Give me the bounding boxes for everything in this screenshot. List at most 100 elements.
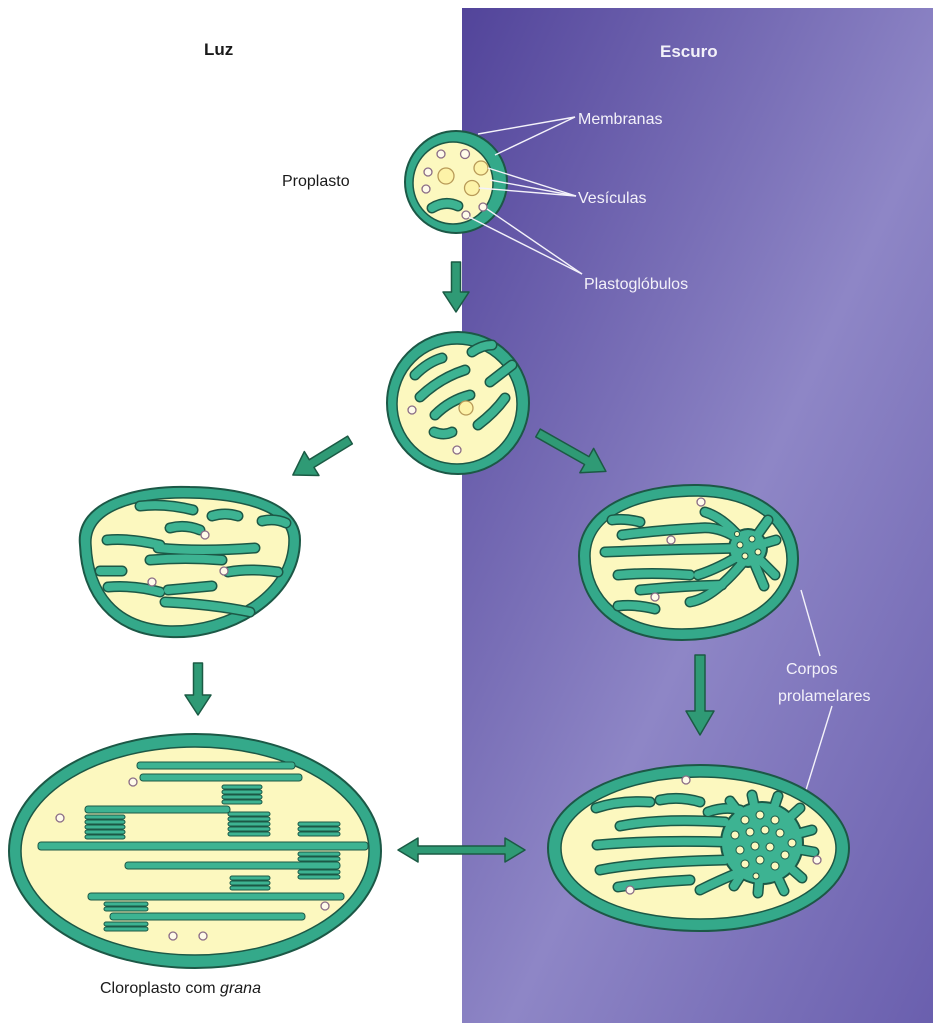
prolamellar-pore bbox=[766, 843, 774, 851]
plastoglobule bbox=[321, 902, 329, 910]
etioplast bbox=[548, 765, 849, 931]
light-panel-heading: Luz bbox=[204, 40, 233, 59]
granum-thylakoid bbox=[104, 922, 148, 926]
granum-thylakoid bbox=[228, 827, 270, 831]
plastoglobule bbox=[651, 593, 659, 601]
granum-thylakoid bbox=[85, 825, 125, 829]
stroma-lamella bbox=[38, 842, 368, 850]
plastoglobule bbox=[437, 150, 445, 158]
plastoglobule bbox=[697, 498, 705, 506]
plastoglobule bbox=[424, 168, 432, 176]
granum-thylakoid bbox=[104, 927, 148, 931]
prolamellar-pore bbox=[751, 842, 759, 850]
plastoglobule bbox=[461, 150, 470, 159]
granum bbox=[228, 812, 270, 836]
prolamellar-pore bbox=[756, 811, 764, 819]
proplastid-thylakoid bbox=[432, 203, 458, 208]
vesiculas-label: Vesículas bbox=[578, 190, 646, 207]
granum-thylakoid bbox=[230, 876, 270, 880]
plastoglobule bbox=[667, 536, 675, 544]
plastoglobule bbox=[408, 406, 416, 414]
plastoglobule bbox=[199, 932, 207, 940]
vesicle bbox=[465, 181, 480, 196]
membranas-label: Membranas bbox=[578, 111, 662, 128]
granum bbox=[222, 785, 262, 804]
vesicle bbox=[459, 401, 473, 415]
proplasto-label: Proplasto bbox=[282, 173, 350, 190]
prolamellar-pore bbox=[788, 839, 796, 847]
vesicle bbox=[438, 168, 454, 184]
granum-thylakoid bbox=[298, 857, 340, 861]
granum-thylakoid bbox=[104, 907, 148, 911]
plastoglobulos-label: Plastoglóbulos bbox=[584, 276, 688, 293]
granum-thylakoid bbox=[85, 815, 125, 819]
plastoglobule bbox=[813, 856, 821, 864]
proplastid bbox=[405, 131, 507, 233]
vesicle bbox=[474, 161, 488, 175]
caption-text: Cloroplasto com bbox=[100, 980, 220, 997]
granum-thylakoid bbox=[222, 785, 262, 789]
plastoglobule bbox=[626, 886, 634, 894]
prolamellar-pore bbox=[781, 851, 789, 859]
corpos-label-line2: prolamelares bbox=[778, 688, 870, 705]
granum-thylakoid bbox=[298, 852, 340, 856]
granum-thylakoid bbox=[228, 822, 270, 826]
prolamellar-pore bbox=[761, 826, 769, 834]
stroma-lamella bbox=[85, 806, 230, 813]
developing-plastid bbox=[387, 332, 529, 474]
dark-developing-plastid bbox=[579, 485, 798, 640]
granum-thylakoid bbox=[222, 795, 262, 799]
granum-thylakoid bbox=[85, 820, 125, 824]
prolamellar-pore bbox=[741, 860, 749, 868]
prolamellar-pore bbox=[742, 553, 748, 559]
prolamellar-pore bbox=[753, 873, 759, 879]
prolamellar-pore bbox=[746, 828, 754, 836]
dark-panel-heading: Escuro bbox=[660, 42, 718, 61]
granum bbox=[230, 876, 270, 890]
granum-thylakoid bbox=[222, 790, 262, 794]
plastoglobule bbox=[682, 776, 690, 784]
plastoglobule bbox=[479, 203, 487, 211]
prolamellar-pore bbox=[771, 816, 779, 824]
granum bbox=[85, 815, 125, 839]
prolamellar-pore bbox=[731, 831, 739, 839]
granum-thylakoid bbox=[298, 875, 340, 879]
granum-thylakoid bbox=[228, 812, 270, 816]
granum-thylakoid bbox=[104, 902, 148, 906]
prolamellar-pore bbox=[741, 816, 749, 824]
plastoglobule bbox=[56, 814, 64, 822]
prolamellar-pore bbox=[771, 862, 779, 870]
granum-thylakoid bbox=[298, 870, 340, 874]
plastoglobule bbox=[129, 778, 137, 786]
granum-thylakoid bbox=[298, 827, 340, 831]
chloroplast bbox=[9, 734, 381, 968]
granum-thylakoid bbox=[230, 881, 270, 885]
prolamellar-pore bbox=[756, 856, 764, 864]
plastoglobule bbox=[422, 185, 430, 193]
granum-thylakoid bbox=[228, 817, 270, 821]
prolamellar-pore bbox=[737, 542, 743, 548]
corpos-label-line1: Corpos bbox=[786, 661, 838, 678]
plastoglobule bbox=[201, 531, 209, 539]
chloroplast-caption: Cloroplasto com grana bbox=[100, 980, 261, 997]
granum-thylakoid bbox=[85, 835, 125, 839]
plastoglobule bbox=[453, 446, 461, 454]
plastoglobule bbox=[462, 211, 470, 219]
granum-thylakoid bbox=[298, 822, 340, 826]
granum-thylakoid bbox=[85, 830, 125, 834]
plastoglobule bbox=[148, 578, 156, 586]
stroma-lamella bbox=[140, 774, 302, 781]
stroma-lamella bbox=[88, 893, 344, 900]
prolamellar-pore bbox=[755, 549, 761, 555]
granum-thylakoid bbox=[230, 886, 270, 890]
prolamellar-pore bbox=[749, 536, 755, 542]
granum-thylakoid bbox=[222, 800, 262, 804]
prolamellar-pore bbox=[776, 829, 784, 837]
stroma-lamella bbox=[110, 913, 305, 920]
stroma-lamella bbox=[137, 762, 295, 769]
caption-italic-text: grana bbox=[220, 980, 261, 997]
prolamellar-pore bbox=[736, 846, 744, 854]
proplastid-stroma bbox=[413, 142, 493, 224]
stroma-lamella bbox=[125, 862, 340, 869]
